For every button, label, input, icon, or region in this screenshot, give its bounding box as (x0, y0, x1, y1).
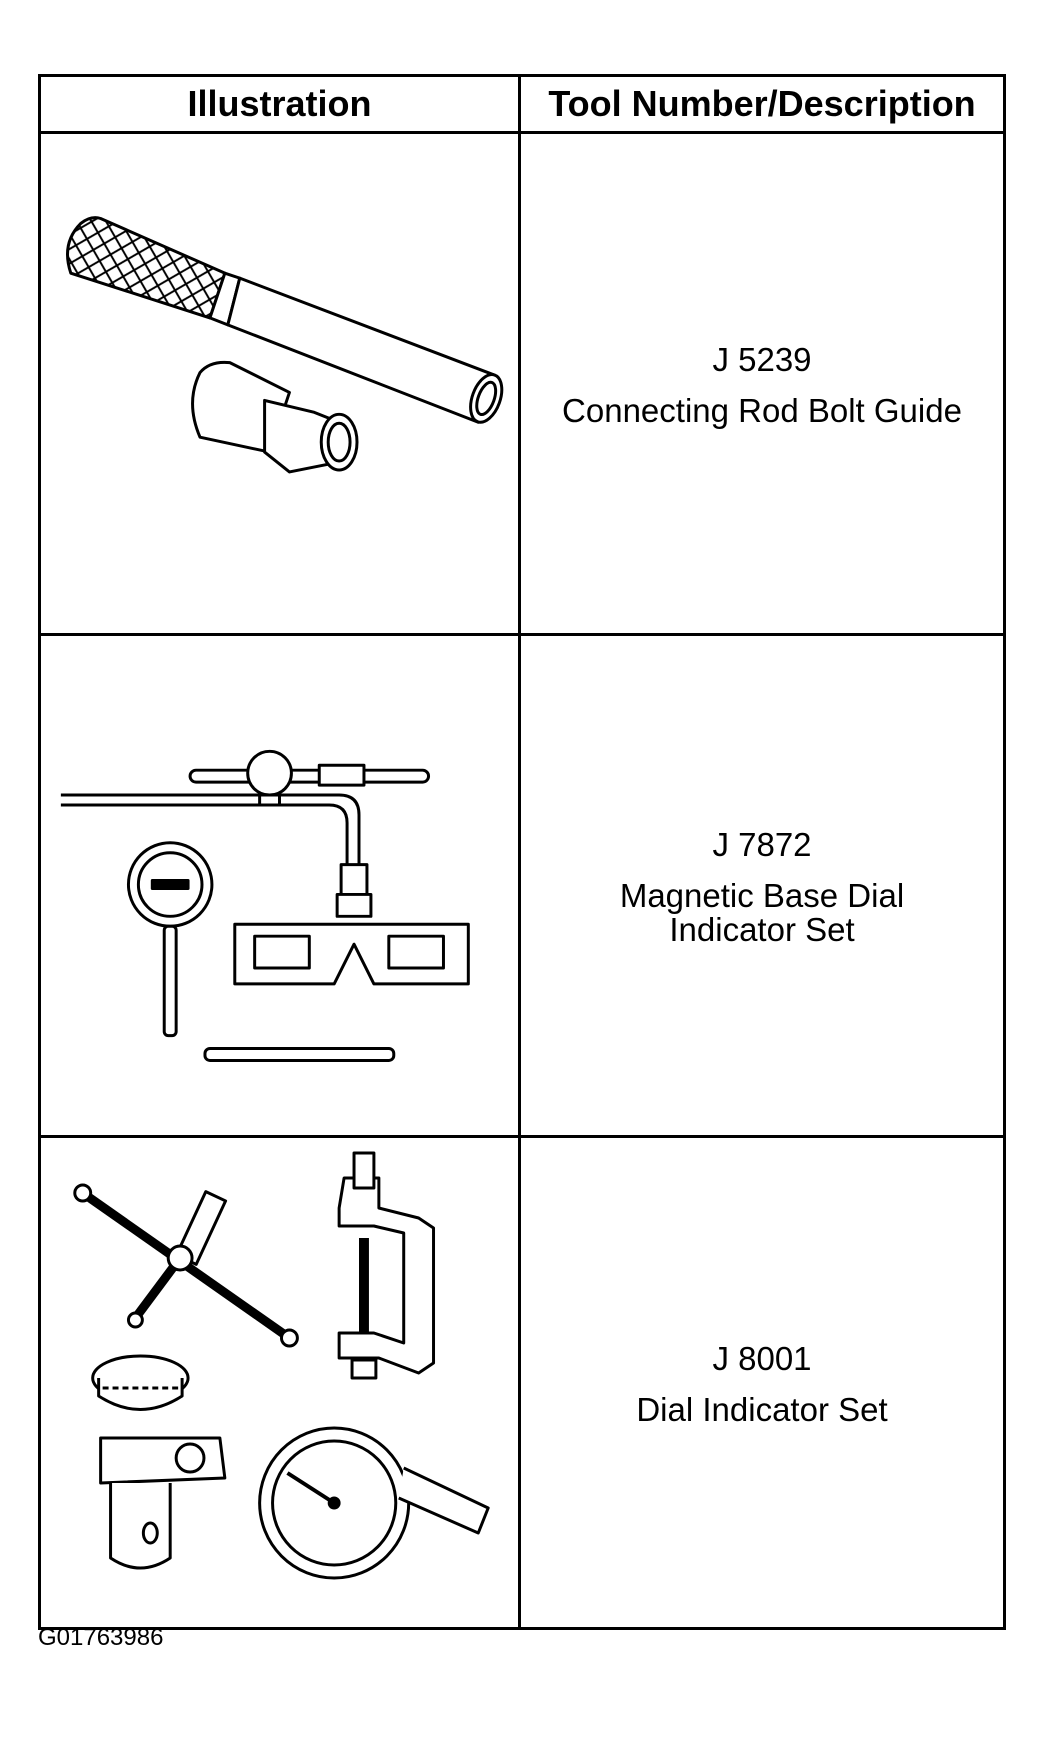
figure-id: G01763986 (38, 1624, 164, 1651)
tool-number: J 7872 (712, 825, 812, 863)
table-header-row: Illustration Tool Number/Description (41, 77, 1003, 134)
magnetic-base-dial-indicator-icon (60, 749, 470, 1062)
tool-number: J 8001 (712, 1339, 812, 1377)
tool-number: J 5239 (712, 340, 812, 378)
tool-description-cell: J 5239 Connecting Rod Bolt Guide (521, 134, 1003, 633)
illustration-cell (41, 1138, 521, 1627)
tool-name: Dial Indicator Set (636, 1390, 888, 1428)
table-row: J 7872 Magnetic Base Dial Indicator Set (41, 636, 1003, 1138)
tool-description-cell: J 7872 Magnetic Base Dial Indicator Set (521, 636, 1003, 1135)
tool-name: Magnetic Base Dial Indicator Set (619, 876, 905, 948)
table-row: J 5239 Connecting Rod Bolt Guide (41, 134, 1003, 636)
tool-name: Connecting Rod Bolt Guide (562, 391, 962, 429)
special-tools-table: Illustration Tool Number/Description (38, 74, 1006, 1630)
tool-description-cell: J 8001 Dial Indicator Set (521, 1138, 1003, 1627)
dial-indicator-set-icon (73, 1151, 490, 1580)
illustration-cell (41, 636, 521, 1135)
connecting-rod-bolt-guide-icon (66, 216, 504, 474)
illustration-header: Illustration (41, 77, 521, 131)
tool-header: Tool Number/Description (548, 83, 976, 124)
table-row: J 8001 Dial Indicator Set (41, 1138, 1003, 1627)
illustration-cell (41, 134, 521, 633)
